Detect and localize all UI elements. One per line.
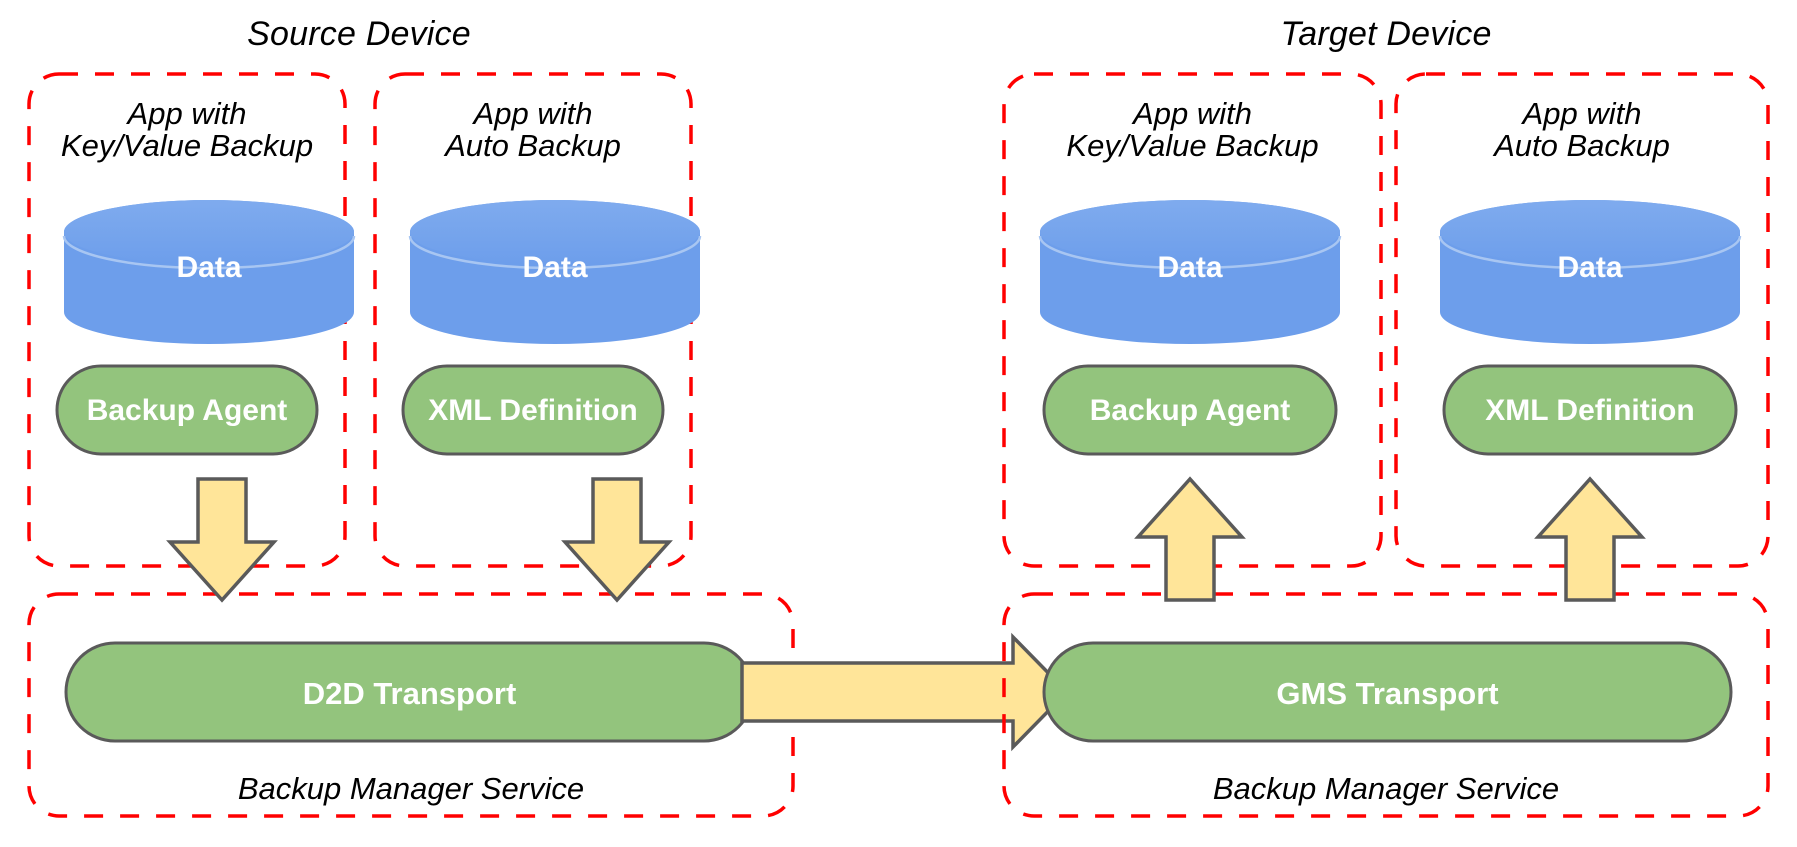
service-box-target: [1002, 592, 1770, 818]
transport-label-d2d[interactable]: D2D Transport: [302, 676, 517, 711]
component-label-source-backup-agent[interactable]: Backup Agent: [86, 394, 288, 427]
data-label-target-kv: Data: [1157, 251, 1223, 284]
app-title-target-kv-line1: App with: [1133, 96, 1252, 131]
device-title-source: Source Device: [247, 15, 471, 53]
app-title-source-kv-line1: App with: [127, 96, 247, 131]
data-cylinder-target-auto: [1438, 200, 1742, 344]
data-cylinder-source-auto: [408, 200, 702, 344]
data-label-source-kv: Data: [176, 251, 242, 284]
app-title-source-auto-line2: Auto Backup: [445, 128, 621, 163]
component-label-source-xml-definition[interactable]: XML Definition: [428, 394, 638, 427]
pill-source-xml-definition[interactable]: [401, 364, 665, 456]
component-label-target-backup-agent[interactable]: Backup Agent: [1089, 394, 1291, 427]
app-title-source-kv-line2: Key/Value Backup: [60, 128, 314, 163]
arrow-source-auto-down: [561, 477, 673, 603]
transport-label-gms[interactable]: GMS Transport: [1276, 676, 1499, 711]
data-label-target-auto: Data: [1557, 251, 1623, 284]
arrow-d2d-to-gms: [740, 632, 1070, 752]
app-box-target-auto: [1394, 72, 1770, 568]
data-cylinder-source-kv: [62, 200, 356, 344]
pill-source-backup-agent[interactable]: [55, 364, 319, 456]
pill-target-backup-agent[interactable]: [1042, 364, 1338, 456]
pill-target-xml-definition[interactable]: [1442, 364, 1738, 456]
arrow-source-kv-down: [166, 477, 278, 603]
app-box-target-kv: [1002, 72, 1383, 568]
arrow-target-kv-up: [1134, 476, 1246, 602]
data-label-source-auto: Data: [522, 251, 588, 284]
pill-gms-transport[interactable]: [1042, 641, 1733, 743]
device-title-target: Target Device: [1280, 15, 1492, 53]
service-label-source: Backup Manager Service: [237, 771, 585, 806]
service-label-target: Backup Manager Service: [1212, 771, 1560, 806]
component-label-target-xml-definition[interactable]: XML Definition: [1485, 394, 1695, 427]
app-title-target-kv-line2: Key/Value Backup: [1066, 128, 1319, 163]
arrow-target-auto-up: [1534, 476, 1646, 602]
app-title-target-auto-line2: Auto Backup: [1494, 128, 1670, 163]
app-title-target-auto-line1: App with: [1522, 96, 1642, 131]
data-cylinder-target-kv: [1038, 200, 1342, 344]
app-title-source-auto-line1: App with: [473, 96, 593, 131]
